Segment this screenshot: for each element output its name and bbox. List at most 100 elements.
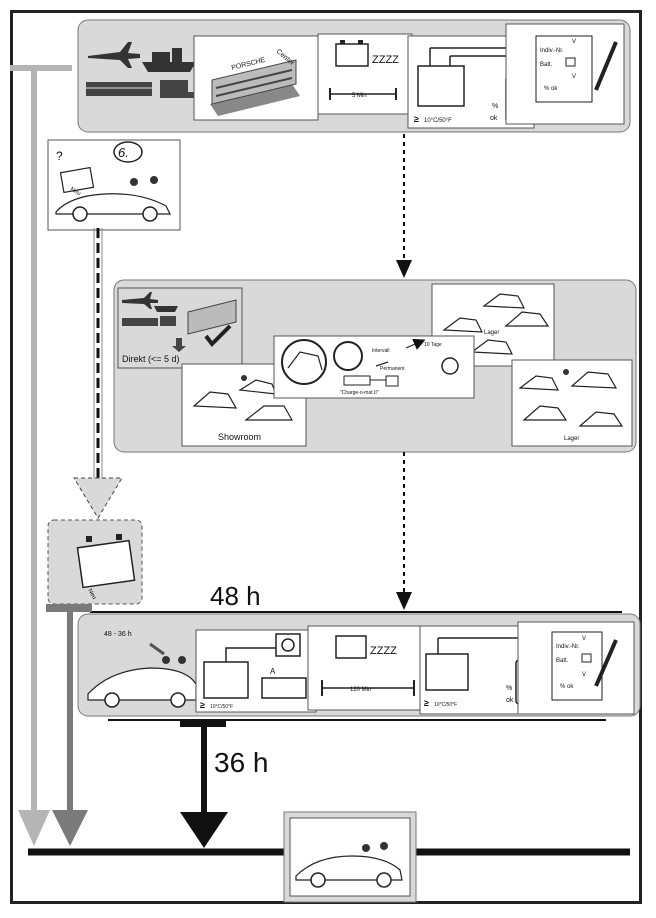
charge-o-mat-label: "Charge-o-mat II" — [340, 390, 379, 396]
charger-device — [343, 375, 371, 386]
station-number: 6. — [118, 145, 129, 160]
battery-icon — [335, 43, 369, 67]
person-icon — [150, 176, 158, 184]
person-icon — [563, 369, 569, 375]
airplane-icon — [88, 42, 140, 68]
checklist-bottom: Indiv.-Nr. V Batt. V % ok — [517, 621, 635, 715]
car-icon — [192, 391, 238, 409]
car-icon — [442, 317, 483, 333]
sleep-label-bottom: ZZZZ — [370, 645, 397, 657]
porsche-center-building: PORSCHE Center — [193, 35, 319, 121]
charging-box: A ≥ 10°C/50°F — [195, 629, 317, 713]
rest-120min-box: ZZZZ 120 Min — [307, 625, 421, 711]
v-label: V — [572, 39, 576, 45]
new-battery-box: Neu — [47, 519, 143, 605]
question-mark: ? — [56, 149, 63, 163]
ship-icon — [154, 306, 178, 312]
showroom-label: Showroom — [218, 432, 261, 442]
sleep-label-top: ZZZZ — [372, 54, 399, 66]
airplane-icon — [122, 292, 158, 309]
truck-icon — [160, 80, 196, 98]
car-icon — [518, 375, 559, 391]
checklist-top: Indiv.-Nr. V Batt. V % ok — [505, 23, 625, 125]
ge-symbol-bottom-1: ≥ — [200, 700, 205, 710]
down-arrow-icon — [172, 338, 186, 352]
neu-label-top: Neu — [69, 187, 82, 198]
dashed-arrowhead — [73, 477, 123, 519]
handover-box — [283, 811, 417, 903]
v-label: V — [582, 636, 586, 642]
charger-box: Intervall Permanent 10 Tage "Charge-o-ma… — [273, 335, 475, 399]
ge-symbol-bottom-2: ≥ — [424, 698, 429, 708]
station-badge — [113, 141, 143, 163]
person-icon — [178, 656, 186, 664]
transport-icons — [82, 28, 202, 106]
clock-icon — [441, 357, 459, 375]
train-icon — [122, 318, 158, 326]
new-battery-station-box: ? 6. Neu — [47, 139, 181, 231]
rest-5min-box: ZZZZ 5 Min — [317, 33, 413, 115]
direct-delivery-box: Direkt (<= 5 d) — [117, 287, 243, 369]
person-icon — [380, 842, 388, 850]
building-icon — [187, 299, 237, 335]
temp-label-bottom-1: 10°C/50°F — [210, 704, 233, 710]
battery-icon — [203, 661, 249, 699]
permanent-label: Permanent — [380, 366, 405, 372]
battery-icon — [425, 653, 469, 691]
magnifier-icon — [281, 339, 327, 385]
car-icon — [238, 379, 277, 395]
pct-ok-label-bottom: % ok — [560, 684, 574, 690]
car-icon — [482, 293, 525, 309]
lager-label-2: Lager — [564, 436, 579, 442]
ten-days-label: 10 Tage — [424, 342, 442, 348]
indiv-label-top: Indiv.-Nr. — [540, 48, 564, 54]
train-icon — [86, 82, 152, 96]
ammeter-icon — [261, 677, 307, 699]
ship-icon — [142, 48, 196, 72]
lager-label-1: Lager — [484, 330, 499, 336]
magnifier-icon — [333, 341, 363, 371]
car-icon — [470, 339, 513, 355]
indiv-label-bottom: Indiv.-Nr. — [556, 644, 580, 650]
pen-icon — [594, 41, 618, 91]
ok-label-bottom: ok — [506, 697, 514, 704]
inspection-48-36-box: 48 - 36 h — [87, 631, 197, 708]
v-label: V — [582, 672, 586, 678]
label-36h: 36 h — [214, 747, 269, 778]
car-icon — [522, 405, 568, 421]
storage-box-2: Lager — [511, 359, 633, 447]
batt-label-bottom: Batt. — [556, 658, 569, 664]
ge-symbol-top: ≥ — [414, 114, 419, 124]
temp-label-top: 10°C/50°F — [424, 118, 452, 124]
neu-label-box: Neu — [86, 588, 97, 601]
car-icon — [244, 405, 294, 421]
battery-icon — [335, 635, 367, 659]
v-label: V — [572, 74, 576, 80]
ok-label-top: ok — [490, 115, 498, 122]
min120-label: 120 Min — [350, 687, 371, 693]
person-icon — [130, 178, 138, 186]
person-icon — [162, 656, 170, 664]
label-48-36h: 48 - 36 h — [104, 631, 132, 638]
pen-icon — [594, 639, 618, 687]
car-icon — [578, 411, 624, 427]
pct-ok-label-top: % ok — [544, 86, 558, 92]
five-min-label: 5 Min — [352, 93, 367, 99]
truck-icon — [160, 316, 176, 326]
percent-label-bottom: % — [506, 685, 512, 692]
person-icon — [362, 844, 370, 852]
intervall-label: Intervall — [372, 348, 390, 354]
amp-label: A — [270, 667, 276, 676]
batt-label-top: Batt. — [540, 62, 553, 68]
temp-label-bottom-2: 10°C/50°F — [434, 702, 457, 708]
battery-icon — [417, 65, 465, 107]
battery-icon — [59, 166, 95, 194]
checkmark-icon — [204, 324, 232, 348]
battery-icon — [76, 539, 136, 589]
percent-label-top: % — [492, 103, 498, 110]
label-48h: 48 h — [210, 581, 261, 611]
car-icon — [504, 311, 550, 327]
person-icon — [241, 375, 247, 381]
direkt-label: Direkt (<= 5 d) — [122, 354, 180, 364]
